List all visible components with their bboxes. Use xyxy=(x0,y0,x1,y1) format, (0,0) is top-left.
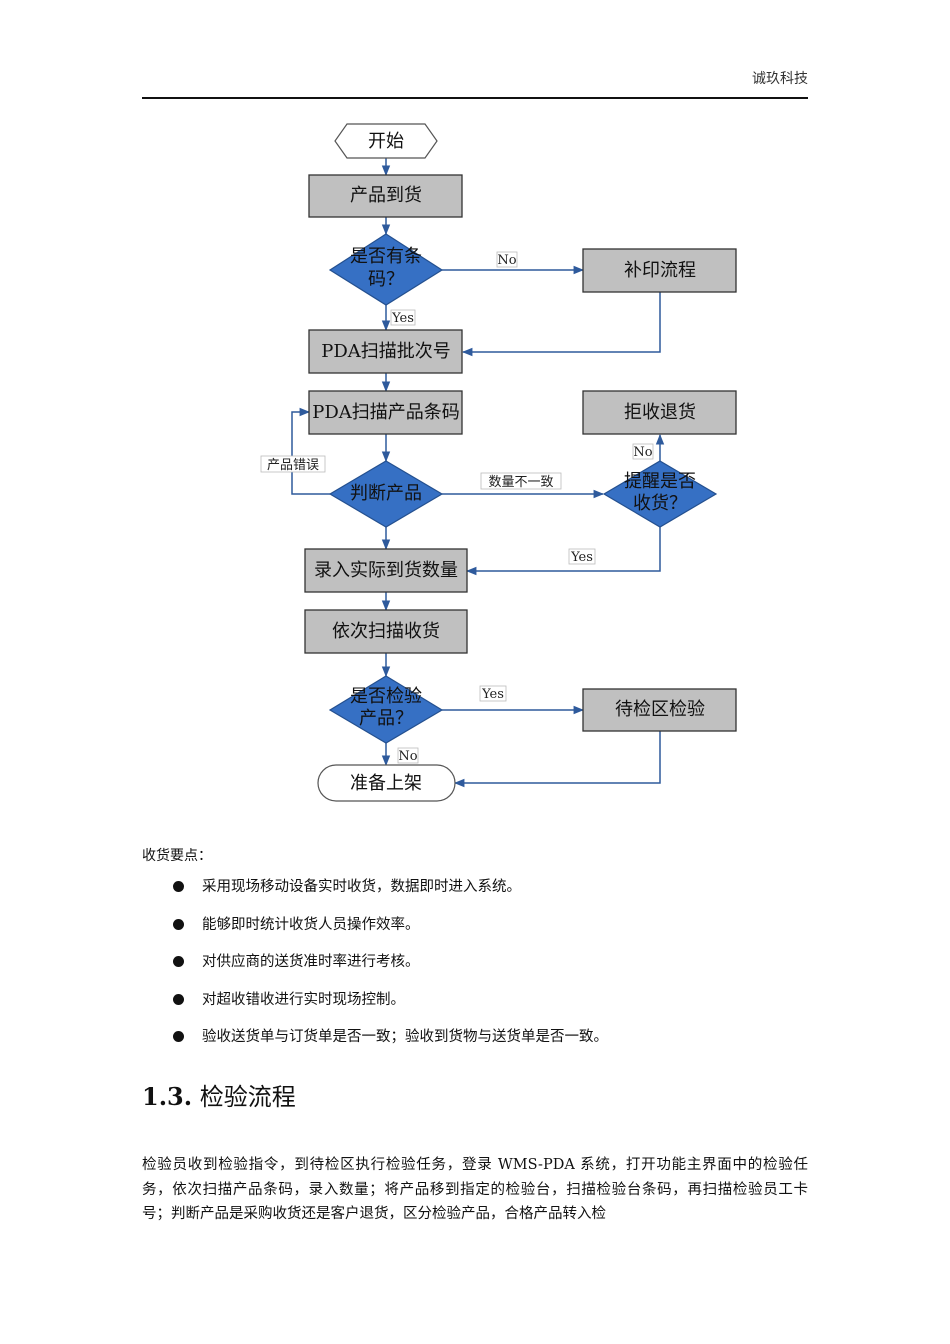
start-label: 开始 xyxy=(368,131,404,152)
header-company: 诚玖科技 xyxy=(752,71,808,87)
receiving-flowchart: 开始 产品到货 补印流程 PDA扫描批次号 PDA扫描产品条码 拒收退货 录入实… xyxy=(260,123,737,802)
enter-qty-label: 录入实际到货数量 xyxy=(314,560,458,581)
need-inspect-line2: 产品？ xyxy=(359,708,413,729)
judge-label: 判断产品 xyxy=(350,483,422,504)
yes2-tag xyxy=(568,548,596,565)
yes1-tag xyxy=(390,309,416,326)
body-paragraph: 检验员收到检验指令，到待检区执行检验任务，登录 WMS-PDA 系统，打开功能主… xyxy=(142,1157,808,1222)
section-heading: 1.3. 检验流程 xyxy=(142,1077,296,1112)
scan-receive-label: 依次扫描收货 xyxy=(332,621,440,642)
section-title: 检验流程 xyxy=(199,1083,296,1111)
yes1-label: Yes xyxy=(391,311,414,326)
yes2-label: Yes xyxy=(570,550,593,565)
scan-product-label: PDA扫描产品条码 xyxy=(312,402,460,423)
arrival-box xyxy=(308,174,463,218)
notes-title: 收货要点： xyxy=(142,848,212,864)
reject-label: 拒收退货 xyxy=(624,402,696,423)
point-text: 对供应商的送货准时率进行考核。 xyxy=(202,954,420,970)
reject-box xyxy=(582,390,737,435)
bullet-icon xyxy=(173,956,184,967)
edge-area-shelve xyxy=(453,731,661,788)
yes3-tag xyxy=(479,685,507,702)
judge-diamond xyxy=(328,460,444,528)
list-item: 对供应商的送货准时率进行考核。 xyxy=(142,952,808,990)
edge-remind-enter-qty xyxy=(465,527,661,576)
remind-diamond xyxy=(602,460,718,528)
product-error-tag xyxy=(260,455,326,473)
edge-judge-product-error xyxy=(291,407,330,495)
no3-tag xyxy=(397,747,419,764)
scan-batch-label: PDA扫描批次号 xyxy=(321,341,451,362)
bullet-icon xyxy=(173,993,184,1005)
bullet-icon xyxy=(173,881,184,892)
point-text: 能够即时统计收货人员操作效率。 xyxy=(202,916,420,933)
list-item: 采用现场移动设备实时收货，数据即时进入系统。 xyxy=(142,877,808,915)
arrival-label: 产品到货 xyxy=(350,185,422,206)
no3-label: No xyxy=(398,749,417,764)
scan-batch-box xyxy=(308,329,463,374)
section-number: 1.3. xyxy=(142,1082,193,1111)
reprint-box xyxy=(582,248,737,293)
yes3-label: Yes xyxy=(481,687,504,702)
no2-label: No xyxy=(633,445,652,460)
point-text: 采用现场移动设备实时收货，数据即时进入系统。 xyxy=(202,879,521,895)
remind-line1: 提醒是否 xyxy=(624,471,696,492)
enter-qty-box xyxy=(304,548,468,593)
no2-tag xyxy=(632,443,654,460)
shelve-terminal xyxy=(317,764,456,802)
bullet-icon xyxy=(173,918,184,930)
start-node xyxy=(334,123,438,159)
point-text: 对超收错收进行实时现场控制。 xyxy=(202,991,405,1008)
bullet-icon xyxy=(173,1031,184,1042)
reprint-label: 补印流程 xyxy=(624,260,696,281)
edge-reprint-batch xyxy=(461,292,661,357)
qty-mismatch-tag xyxy=(480,472,562,490)
receiving-points-list: 采用现场移动设备实时收货，数据即时进入系统。 能够即时统计收货人员操作效率。 对… xyxy=(142,877,808,1065)
has-barcode-line1: 是否有条 xyxy=(350,246,422,267)
has-barcode-diamond xyxy=(328,233,444,306)
inspect-area-label: 待检区检验 xyxy=(615,699,705,720)
list-item: 验收送货单与订货单是否一致；验收到货物与送货单是否一致。 xyxy=(142,1027,808,1065)
point-text: 验收送货单与订货单是否一致；验收到货物与送货单是否一致。 xyxy=(202,1029,608,1045)
header-rule xyxy=(142,97,808,99)
scan-product-box xyxy=(308,390,463,435)
no1-tag xyxy=(496,251,518,268)
list-item: 对超收错收进行实时现场控制。 xyxy=(142,990,808,1028)
inspect-area-box xyxy=(582,688,737,732)
remind-line2: 收货？ xyxy=(633,493,687,514)
list-item: 能够即时统计收货人员操作效率。 xyxy=(142,915,808,953)
need-inspect-diamond xyxy=(328,675,444,744)
has-barcode-line2: 码？ xyxy=(368,269,404,290)
scan-receive-box xyxy=(304,609,468,654)
shelve-label: 准备上架 xyxy=(350,773,422,794)
no1-label: No xyxy=(497,253,516,268)
need-inspect-line1: 是否检验 xyxy=(350,686,422,707)
qty-mismatch-label: 数量不一致 xyxy=(488,475,553,490)
product-error-label: 产品错误 xyxy=(267,458,319,473)
